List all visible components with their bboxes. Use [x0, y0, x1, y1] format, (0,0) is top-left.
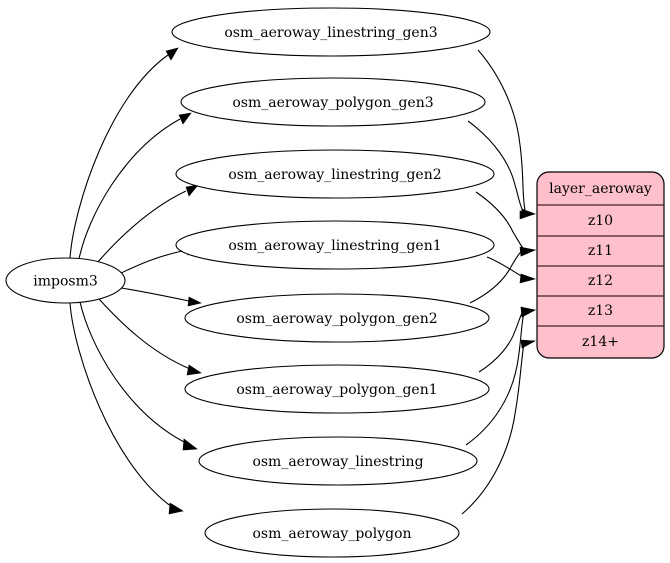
node-osm_aeroway_polygon_gen1-label: osm_aeroway_polygon_gen1: [236, 382, 437, 398]
node-imposm3-label: imposm3: [33, 274, 98, 290]
edge-imposm3-to-osm_aeroway_linestring: [79, 301, 198, 451]
node-osm_aeroway_linestring_gen3-label: osm_aeroway_linestring_gen3: [224, 25, 437, 41]
node-osm_aeroway_linestring_gen1-label: osm_aeroway_linestring_gen1: [228, 238, 441, 254]
node-osm_aeroway_linestring-shape[interactable]: [198, 436, 478, 486]
layer_aeroway-header-label: layer_aeroway: [549, 181, 652, 197]
edge-imposm3-to-osm_aeroway_linestring_gen2: [96, 184, 199, 264]
node-imposm3[interactable]: imposm3: [5, 257, 126, 304]
layer_aeroway-row-z10[interactable]: z10: [588, 213, 613, 229]
node-osm_aeroway_polygon_gen1-shape[interactable]: [184, 364, 490, 414]
node-osm_aeroway_linestring_gen2-shape[interactable]: [175, 149, 495, 199]
edge-imposm3-to-osm_aeroway_polygon_gen1: [98, 298, 202, 376]
layer_aeroway-body[interactable]: [536, 171, 665, 359]
node-osm_aeroway_linestring_gen1[interactable]: osm_aeroway_linestring_gen1: [175, 220, 495, 270]
node-osm_aeroway_linestring_gen3-shape[interactable]: [171, 7, 491, 57]
edge-osm_aeroway_linestring_gen1-to-z12: [486, 256, 537, 284]
node-osm_aeroway_polygon_gen2-label: osm_aeroway_polygon_gen2: [236, 311, 437, 327]
edge-osm_aeroway_linestring-to-z13: [465, 307, 536, 446]
node-imposm3-shape[interactable]: [5, 257, 126, 304]
layer_aeroway-row-z12[interactable]: z12: [588, 273, 613, 289]
edge-osm_aeroway_polygon-to-z14plus: [461, 339, 537, 515]
node-osm_aeroway_polygon_gen1[interactable]: osm_aeroway_polygon_gen1: [184, 364, 490, 414]
edge-osm_aeroway_polygon_gen3-to-z10: [467, 120, 536, 220]
edge-osm_aeroway_polygon_gen2-to-z11: [469, 246, 537, 304]
edge-imposm3-to-osm_aeroway_polygon_gen2: [120, 287, 202, 307]
node-osm_aeroway_linestring_gen2-label: osm_aeroway_linestring_gen2: [228, 167, 441, 183]
layer_aeroway-row-z13[interactable]: z13: [588, 303, 613, 319]
edge-imposm3-to-osm_aeroway_linestring_gen3: [69, 47, 179, 259]
node-osm_aeroway_linestring_gen2[interactable]: osm_aeroway_linestring_gen2: [175, 149, 495, 199]
node-osm_aeroway_polygon_gen3[interactable]: osm_aeroway_polygon_gen3: [180, 77, 486, 127]
layer_aeroway-row-z11[interactable]: z11: [588, 243, 613, 259]
edge-imposm3-to-osm_aeroway_polygon: [69, 302, 184, 515]
node-osm_aeroway_polygon_gen3-shape[interactable]: [180, 77, 486, 127]
node-osm_aeroway_linestring_gen3[interactable]: osm_aeroway_linestring_gen3: [171, 7, 491, 57]
layer_aeroway-row-z14plus[interactable]: z14+: [582, 334, 619, 350]
node-layer_aeroway[interactable]: layer_aeroway z10 z11 z12 z13 z14+: [536, 171, 665, 359]
edge-imposm3-to-osm_aeroway_polygon_gen3: [78, 112, 192, 260]
node-osm_aeroway_polygon-label: osm_aeroway_polygon: [252, 526, 411, 542]
node-osm_aeroway_polygon[interactable]: osm_aeroway_polygon: [204, 508, 460, 558]
node-osm_aeroway_polygon_gen3-label: osm_aeroway_polygon_gen3: [232, 95, 433, 111]
edge-group-tables-to-layer: [461, 49, 537, 515]
edge-osm_aeroway_linestring_gen3-to-z10: [477, 49, 536, 219]
node-osm_aeroway_polygon-shape[interactable]: [204, 508, 460, 558]
node-osm_aeroway_linestring-label: osm_aeroway_linestring: [252, 454, 423, 470]
node-osm_aeroway_polygon_gen2-shape[interactable]: [184, 293, 490, 343]
node-osm_aeroway_polygon_gen2[interactable]: osm_aeroway_polygon_gen2: [184, 293, 490, 343]
node-osm_aeroway_linestring[interactable]: osm_aeroway_linestring: [198, 436, 478, 486]
node-osm_aeroway_linestring_gen1-shape[interactable]: [175, 220, 495, 270]
